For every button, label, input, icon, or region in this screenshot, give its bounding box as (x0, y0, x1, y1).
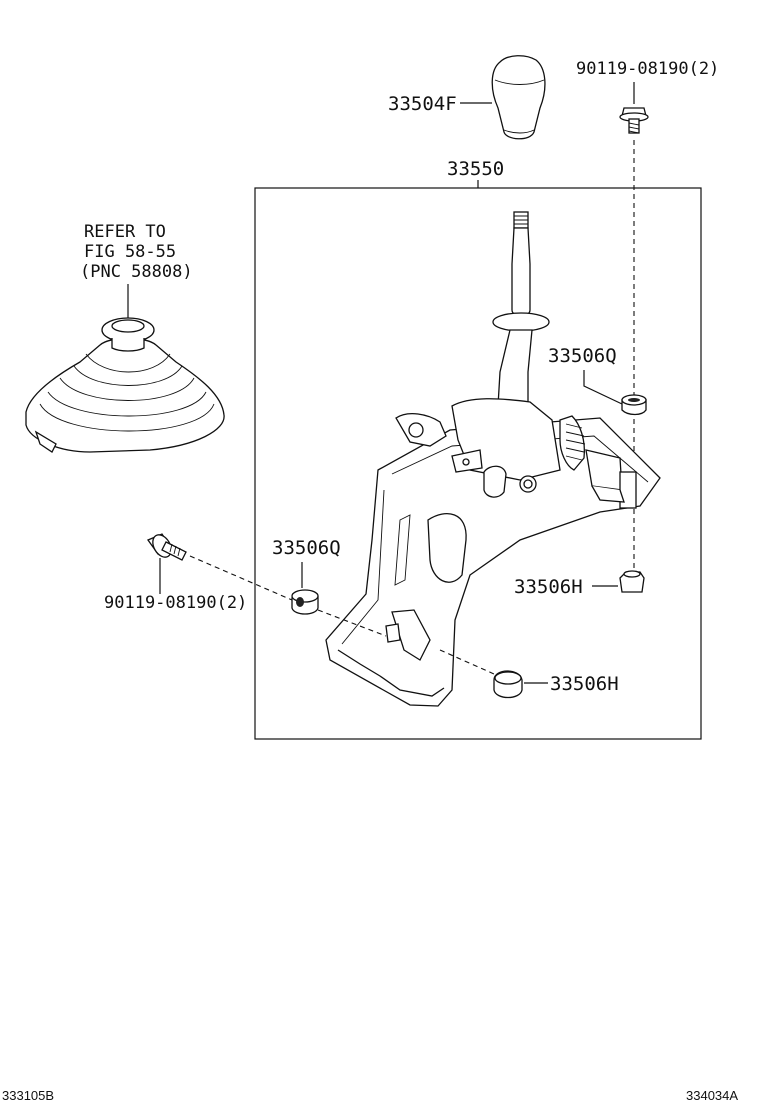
bolt-left-guide (189, 555, 293, 601)
bushing-left-part (291, 589, 319, 615)
boot-ref-line1: REFER TO (84, 222, 166, 242)
shift-base-part (325, 398, 661, 707)
bushing-upper-right-callout: 33506Q (548, 345, 617, 367)
bolt-left-part (147, 533, 187, 561)
knob-callout: 33504F (388, 93, 457, 115)
collar-bottom-guide (439, 649, 495, 675)
boot-ref-line3: (PNC 58808) (80, 262, 193, 282)
boot-ref-line2: FIG 58-55 (84, 242, 176, 262)
collar-bottom-callout: 33506H (550, 673, 619, 695)
collar-right-callout: 33506H (514, 576, 583, 598)
shift-knob-part (491, 55, 546, 140)
shift-lever-callout: 33550 (447, 158, 504, 180)
shift-boot-part (25, 317, 225, 453)
bolt-left-callout: 90119-08190(2) (104, 593, 247, 613)
bushing-upper-right-leader (583, 370, 623, 405)
bolt-top-part (619, 107, 649, 134)
collar-right-part (619, 570, 645, 593)
footer-right-code: 334034A (686, 1088, 738, 1103)
bushing-left-callout: 33506Q (272, 537, 341, 559)
bolt-top-callout: 90119-08190(2) (576, 59, 719, 79)
bolt-left-guide-2 (317, 609, 387, 637)
collar-bottom-part (493, 670, 523, 699)
footer-left-code: 333105B (2, 1088, 54, 1103)
bushing-upper-right-part (621, 394, 647, 416)
shift-lever-part (492, 211, 550, 413)
